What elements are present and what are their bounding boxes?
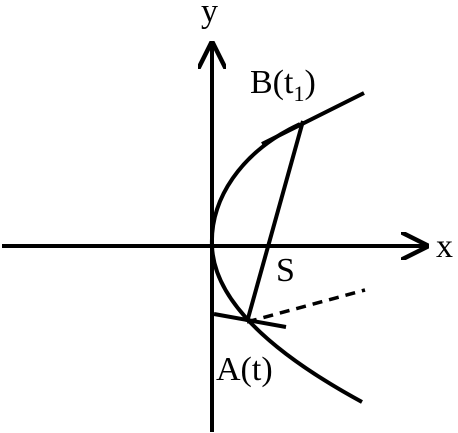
focal-chord-ab: [245, 120, 305, 323]
x-axis-label: x: [436, 228, 453, 265]
parabola-curve: [209, 122, 363, 404]
dashed-line-from-a: [246, 288, 366, 324]
point-b-label-subscript: 1: [293, 81, 304, 106]
tangent-at-b: [261, 91, 365, 146]
point-b-label: B(t1): [250, 64, 316, 106]
focus-label: S: [276, 252, 295, 289]
point-a-label: A(t): [216, 351, 273, 388]
point-b-label-suffix: ): [304, 64, 315, 101]
point-b-label-prefix: B(t: [250, 64, 294, 101]
y-axis-label: y: [201, 0, 218, 30]
